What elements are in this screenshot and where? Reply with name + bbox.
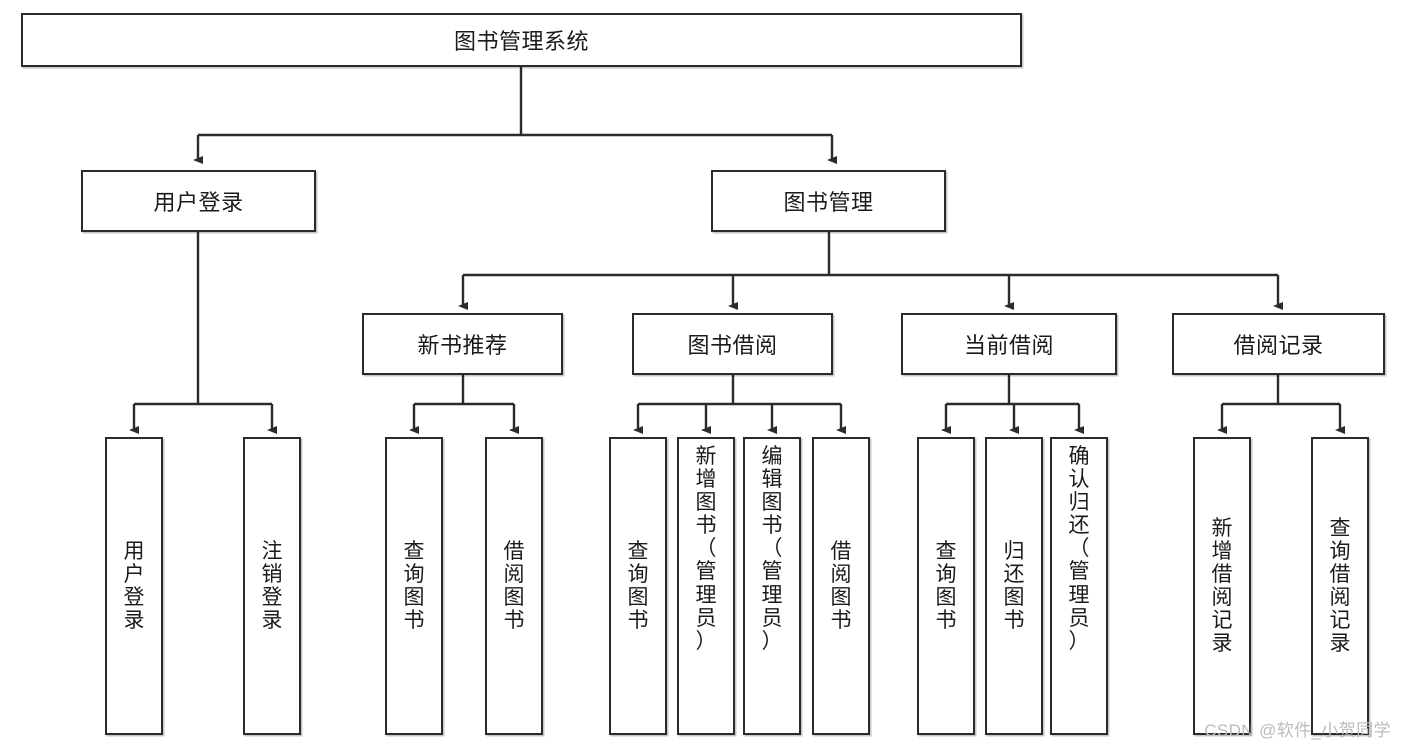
node-current-borrow[interactable]: 当前借阅 (901, 313, 1117, 375)
node-leaf-query-book-3[interactable]: 查询图书 (917, 437, 975, 735)
node-user-login-label: 用户登录 (153, 190, 244, 215)
node-book-manage-label: 图书管理 (783, 190, 874, 215)
leaf-label: 查询图书 (403, 539, 425, 633)
node-book-borrow[interactable]: 图书借阅 (632, 313, 833, 375)
csdn-watermark: CSDN @软件_小贺同学 (1204, 721, 1391, 740)
node-leaf-return-book[interactable]: 归还图书 (985, 437, 1043, 735)
leaf-label: 查询图书 (627, 539, 649, 633)
node-leaf-logout[interactable]: 注销登录 (243, 437, 301, 735)
node-root-label: 图书管理系统 (453, 29, 589, 54)
leaf-label: 归还图书 (1003, 539, 1025, 633)
node-leaf-edit-book[interactable]: 编辑图书（管理员） (743, 437, 801, 735)
node-book-borrow-label: 图书借阅 (687, 333, 778, 358)
node-leaf-query-book-2[interactable]: 查询图书 (609, 437, 667, 735)
node-root[interactable]: 图书管理系统 (21, 13, 1022, 67)
node-leaf-query-book-1[interactable]: 查询图书 (385, 437, 443, 735)
node-current-borrow-label: 当前借阅 (963, 333, 1054, 358)
leaf-label: 借阅图书 (830, 539, 852, 633)
node-new-book-recommend[interactable]: 新书推荐 (362, 313, 563, 375)
node-leaf-borrow-book-1[interactable]: 借阅图书 (485, 437, 543, 735)
node-leaf-user-login[interactable]: 用户登录 (105, 437, 163, 735)
leaf-label: 查询图书 (935, 539, 957, 633)
leaf-label: 借阅图书 (503, 539, 525, 633)
leaf-label: 新增图书（管理员） (695, 445, 717, 653)
node-borrow-record[interactable]: 借阅记录 (1172, 313, 1385, 375)
node-new-book-recommend-label: 新书推荐 (417, 333, 508, 358)
node-borrow-record-label: 借阅记录 (1233, 333, 1324, 358)
leaf-label: 确认归还（管理员） (1068, 445, 1090, 653)
node-leaf-add-record[interactable]: 新增借阅记录 (1193, 437, 1251, 735)
node-user-login[interactable]: 用户登录 (81, 170, 316, 232)
leaf-label: 编辑图书（管理员） (761, 445, 783, 653)
leaf-label: 查询借阅记录 (1329, 516, 1351, 656)
leaf-label: 新增借阅记录 (1211, 516, 1233, 656)
node-book-manage[interactable]: 图书管理 (711, 170, 946, 232)
node-leaf-query-record[interactable]: 查询借阅记录 (1311, 437, 1369, 735)
node-leaf-add-book[interactable]: 新增图书（管理员） (677, 437, 735, 735)
leaf-label: 用户登录 (123, 539, 145, 633)
node-leaf-borrow-book-2[interactable]: 借阅图书 (812, 437, 870, 735)
node-leaf-confirm-return[interactable]: 确认归还（管理员） (1050, 437, 1108, 735)
leaf-label: 注销登录 (261, 539, 283, 633)
